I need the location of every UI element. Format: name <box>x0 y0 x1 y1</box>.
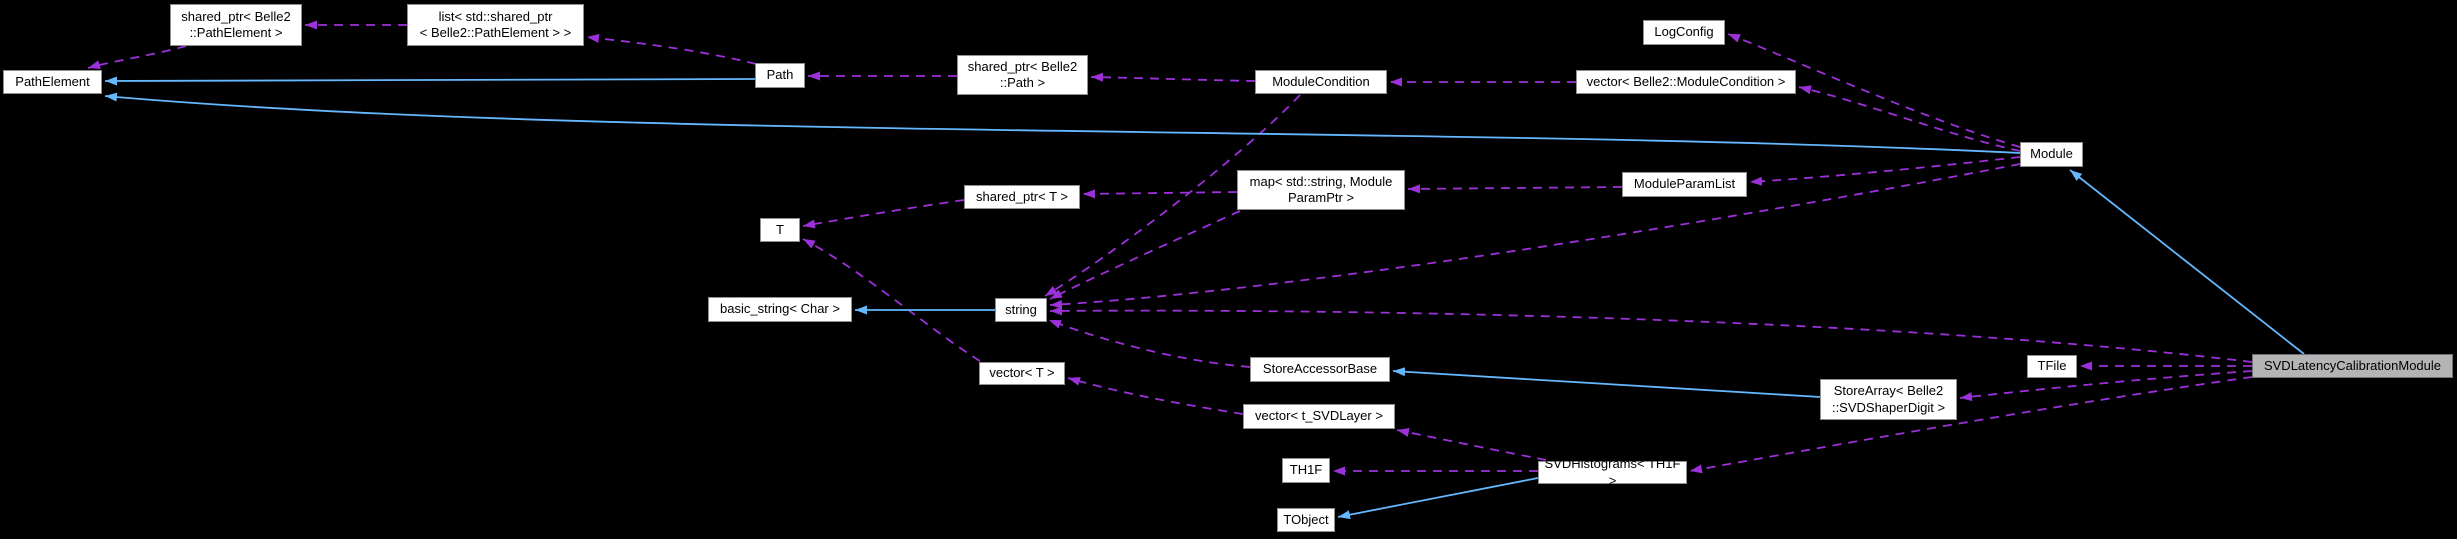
edge-vector-t-svdlayer-to-vector-t <box>1067 376 1244 415</box>
edge-module-to-string <box>1049 163 2021 309</box>
node-svdlatencycalibrationmodule: SVDLatencyCalibrationModule <box>2252 354 2453 378</box>
node-vector-t[interactable]: vector< T > <box>979 362 1065 385</box>
node-basic-string-char[interactable]: basic_string< Char > <box>708 297 852 322</box>
node-shared-ptr-pathelement[interactable]: shared_ptr< Belle2 ::PathElement > <box>170 4 302 46</box>
node-map-string-moduleparamptr[interactable]: map< std::string, Module ParamPtr > <box>1237 170 1405 210</box>
edge-moduleparamlist-to-map-string-moduleparamptr <box>1407 184 1623 194</box>
node-modulecondition[interactable]: ModuleCondition <box>1255 70 1387 94</box>
edge-path-to-list-shared-ptr-pathelement <box>586 33 757 65</box>
node-tobject[interactable]: TObject <box>1277 508 1335 532</box>
node-pathelement[interactable]: PathElement <box>3 70 102 94</box>
edge-shared-ptr-t-to-t <box>802 199 965 229</box>
node-moduleparamlist[interactable]: ModuleParamList <box>1622 172 1747 197</box>
edge-module-to-pathelement <box>104 92 2021 154</box>
edge-path-to-pathelement <box>104 76 756 86</box>
node-path[interactable]: Path <box>755 63 805 88</box>
node-storearray-svdshaperdigit[interactable]: StoreArray< Belle2 ::SVDShaperDigit > <box>1820 379 1957 420</box>
edge-map-string-moduleparamptr-to-shared-ptr-t <box>1082 189 1238 199</box>
edge-modulecondition-to-string <box>1044 94 1301 297</box>
node-module[interactable]: Module <box>2020 142 2083 167</box>
node-vector-t-svdlayer[interactable]: vector< t_SVDLayer > <box>1243 404 1395 429</box>
node-shared-ptr-path[interactable]: shared_ptr< Belle2 ::Path > <box>957 55 1088 95</box>
edge-svdlatencycalibrationmodule-to-string <box>1049 306 2253 363</box>
node-storeaccessorbase[interactable]: StoreAccessorBase <box>1250 357 1390 382</box>
node-tfile[interactable]: TFile <box>2027 355 2077 378</box>
edge-vector-t-to-t <box>802 238 981 362</box>
node-th1f[interactable]: TH1F <box>1282 458 1330 483</box>
node-string[interactable]: string <box>995 298 1047 322</box>
edge-svdlatencycalibrationmodule-to-module <box>2069 169 2305 355</box>
node-t[interactable]: T <box>760 218 800 242</box>
edge-svdhistograms-th1f-to-tobject <box>1337 477 1539 520</box>
node-logconfig[interactable]: LogConfig <box>1643 20 1725 45</box>
edge-storearray-svdshaperdigit-to-storeaccessorbase <box>1392 367 1821 398</box>
edge-svdlatencycalibrationmodule-to-svdhistograms-th1f <box>1689 376 2253 474</box>
edge-module-to-logconfig <box>1727 33 2021 148</box>
node-list-shared-ptr-pathelement[interactable]: list< std::shared_ptr < Belle2::PathElem… <box>407 4 584 46</box>
edge-storeaccessorbase-to-string <box>1048 319 1251 368</box>
node-vector-modulecondition[interactable]: vector< Belle2::ModuleCondition > <box>1576 70 1796 94</box>
edge-module-to-vector-modulecondition <box>1798 85 2021 152</box>
edge-map-string-moduleparamptr-to-string <box>1049 210 1241 300</box>
node-shared-ptr-t[interactable]: shared_ptr< T > <box>964 185 1080 209</box>
edge-svdlatencycalibrationmodule-to-storearray-svdshaperdigit <box>1959 370 2253 402</box>
edge-modulecondition-to-shared-ptr-path <box>1090 72 1256 82</box>
edge-svdhistograms-th1f-to-vector-t-svdlayer <box>1396 428 1547 461</box>
edge-shared-ptr-pathelement-to-pathelement <box>87 45 187 69</box>
node-svdhistograms-th1f[interactable]: SVDHistograms< TH1F > <box>1538 456 1687 488</box>
edge-module-to-moduleparamlist <box>1749 156 2021 186</box>
